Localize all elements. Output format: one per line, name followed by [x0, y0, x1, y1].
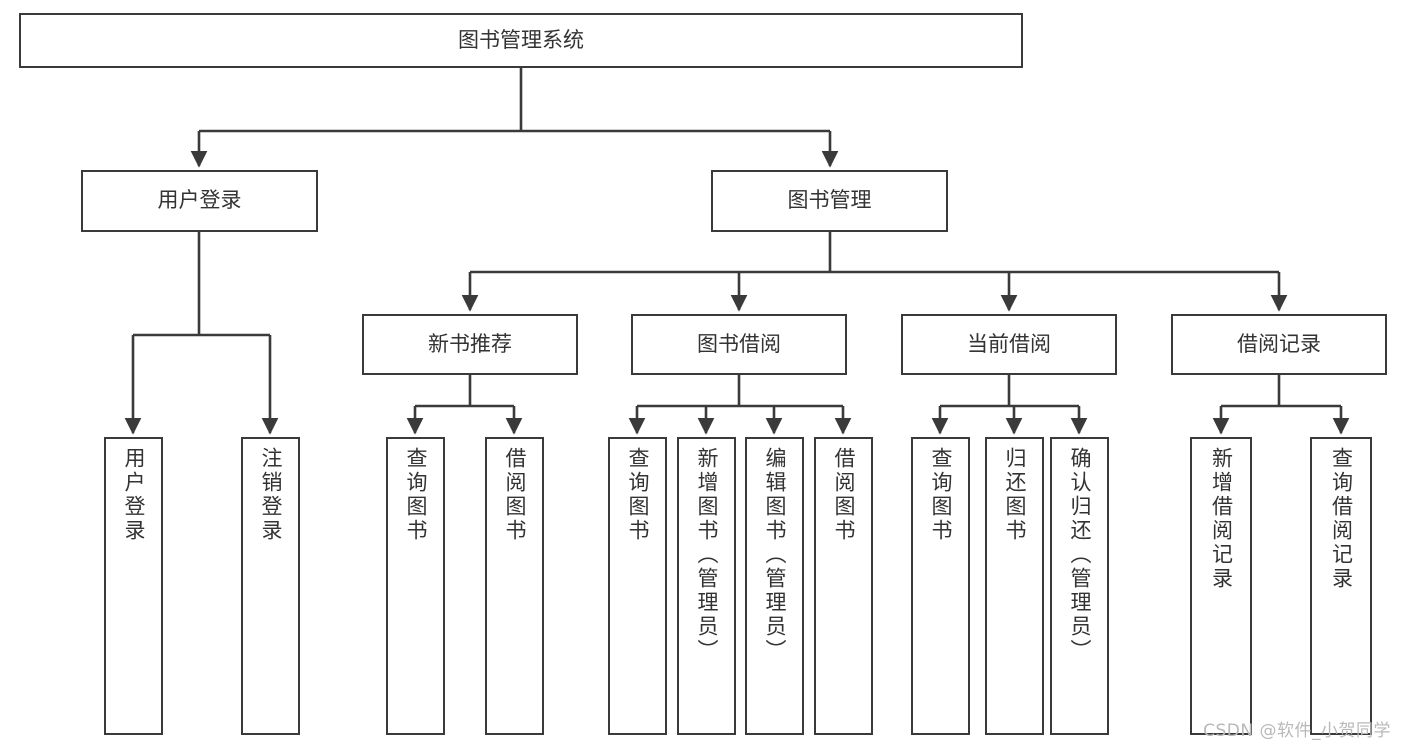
node-leaf-borrow-book-1[interactable]: 借阅图书 [485, 437, 544, 735]
node-leaf-confirm-return-label: 确认归还（管理员） [1068, 447, 1092, 663]
node-current-borrow-label: 当前借阅 [967, 331, 1051, 356]
node-leaf-return-book[interactable]: 归还图书 [985, 437, 1044, 735]
node-leaf-query-book-2-label: 查询图书 [626, 447, 650, 543]
node-current-borrow[interactable]: 当前借阅 [901, 314, 1117, 375]
node-leaf-return-book-label: 归还图书 [1003, 447, 1027, 543]
node-leaf-edit-book[interactable]: 编辑图书（管理员） [745, 437, 804, 735]
node-leaf-query-book-1[interactable]: 查询图书 [386, 437, 445, 735]
node-root[interactable]: 图书管理系统 [19, 13, 1023, 68]
node-user-login[interactable]: 用户登录 [81, 170, 318, 232]
node-leaf-borrow-book-2-label: 借阅图书 [832, 447, 856, 543]
node-book-manage-label: 图书管理 [787, 188, 872, 213]
node-new-book-recommend-label: 新书推荐 [428, 331, 512, 356]
node-leaf-query-book-3-label: 查询图书 [929, 447, 953, 543]
node-user-login-label: 用户登录 [157, 188, 242, 213]
node-leaf-confirm-return[interactable]: 确认归还（管理员） [1050, 437, 1109, 735]
node-leaf-user-logout[interactable]: 注销登录 [241, 437, 300, 735]
node-leaf-query-book-3[interactable]: 查询图书 [911, 437, 970, 735]
node-leaf-query-book-1-label: 查询图书 [404, 447, 428, 543]
node-book-borrow-label: 图书借阅 [697, 331, 781, 356]
node-leaf-borrow-book-2[interactable]: 借阅图书 [814, 437, 873, 735]
node-leaf-borrow-book-1-label: 借阅图书 [503, 447, 527, 543]
node-book-borrow[interactable]: 图书借阅 [631, 314, 847, 375]
node-leaf-add-book-label: 新增图书（管理员） [695, 447, 719, 663]
node-root-label: 图书管理系统 [458, 27, 584, 52]
node-leaf-query-book-2[interactable]: 查询图书 [608, 437, 667, 735]
node-leaf-user-logout-label: 注销登录 [259, 447, 283, 543]
node-leaf-add-book[interactable]: 新增图书（管理员） [677, 437, 736, 735]
node-leaf-add-borrow-record-label: 新增借阅记录 [1209, 447, 1234, 591]
node-leaf-user-login[interactable]: 用户登录 [104, 437, 163, 735]
node-leaf-add-borrow-record[interactable]: 新增借阅记录 [1190, 437, 1252, 735]
node-leaf-query-borrow-record[interactable]: 查询借阅记录 [1310, 437, 1372, 735]
node-borrow-record[interactable]: 借阅记录 [1171, 314, 1387, 375]
node-leaf-query-borrow-record-label: 查询借阅记录 [1329, 447, 1354, 591]
node-leaf-edit-book-label: 编辑图书（管理员） [763, 447, 787, 663]
node-new-book-recommend[interactable]: 新书推荐 [362, 314, 578, 375]
node-borrow-record-label: 借阅记录 [1237, 331, 1321, 356]
node-book-manage[interactable]: 图书管理 [711, 170, 948, 232]
node-leaf-user-login-label: 用户登录 [122, 447, 146, 543]
watermark: CSDN @软件_小贺同学 [1203, 721, 1391, 741]
